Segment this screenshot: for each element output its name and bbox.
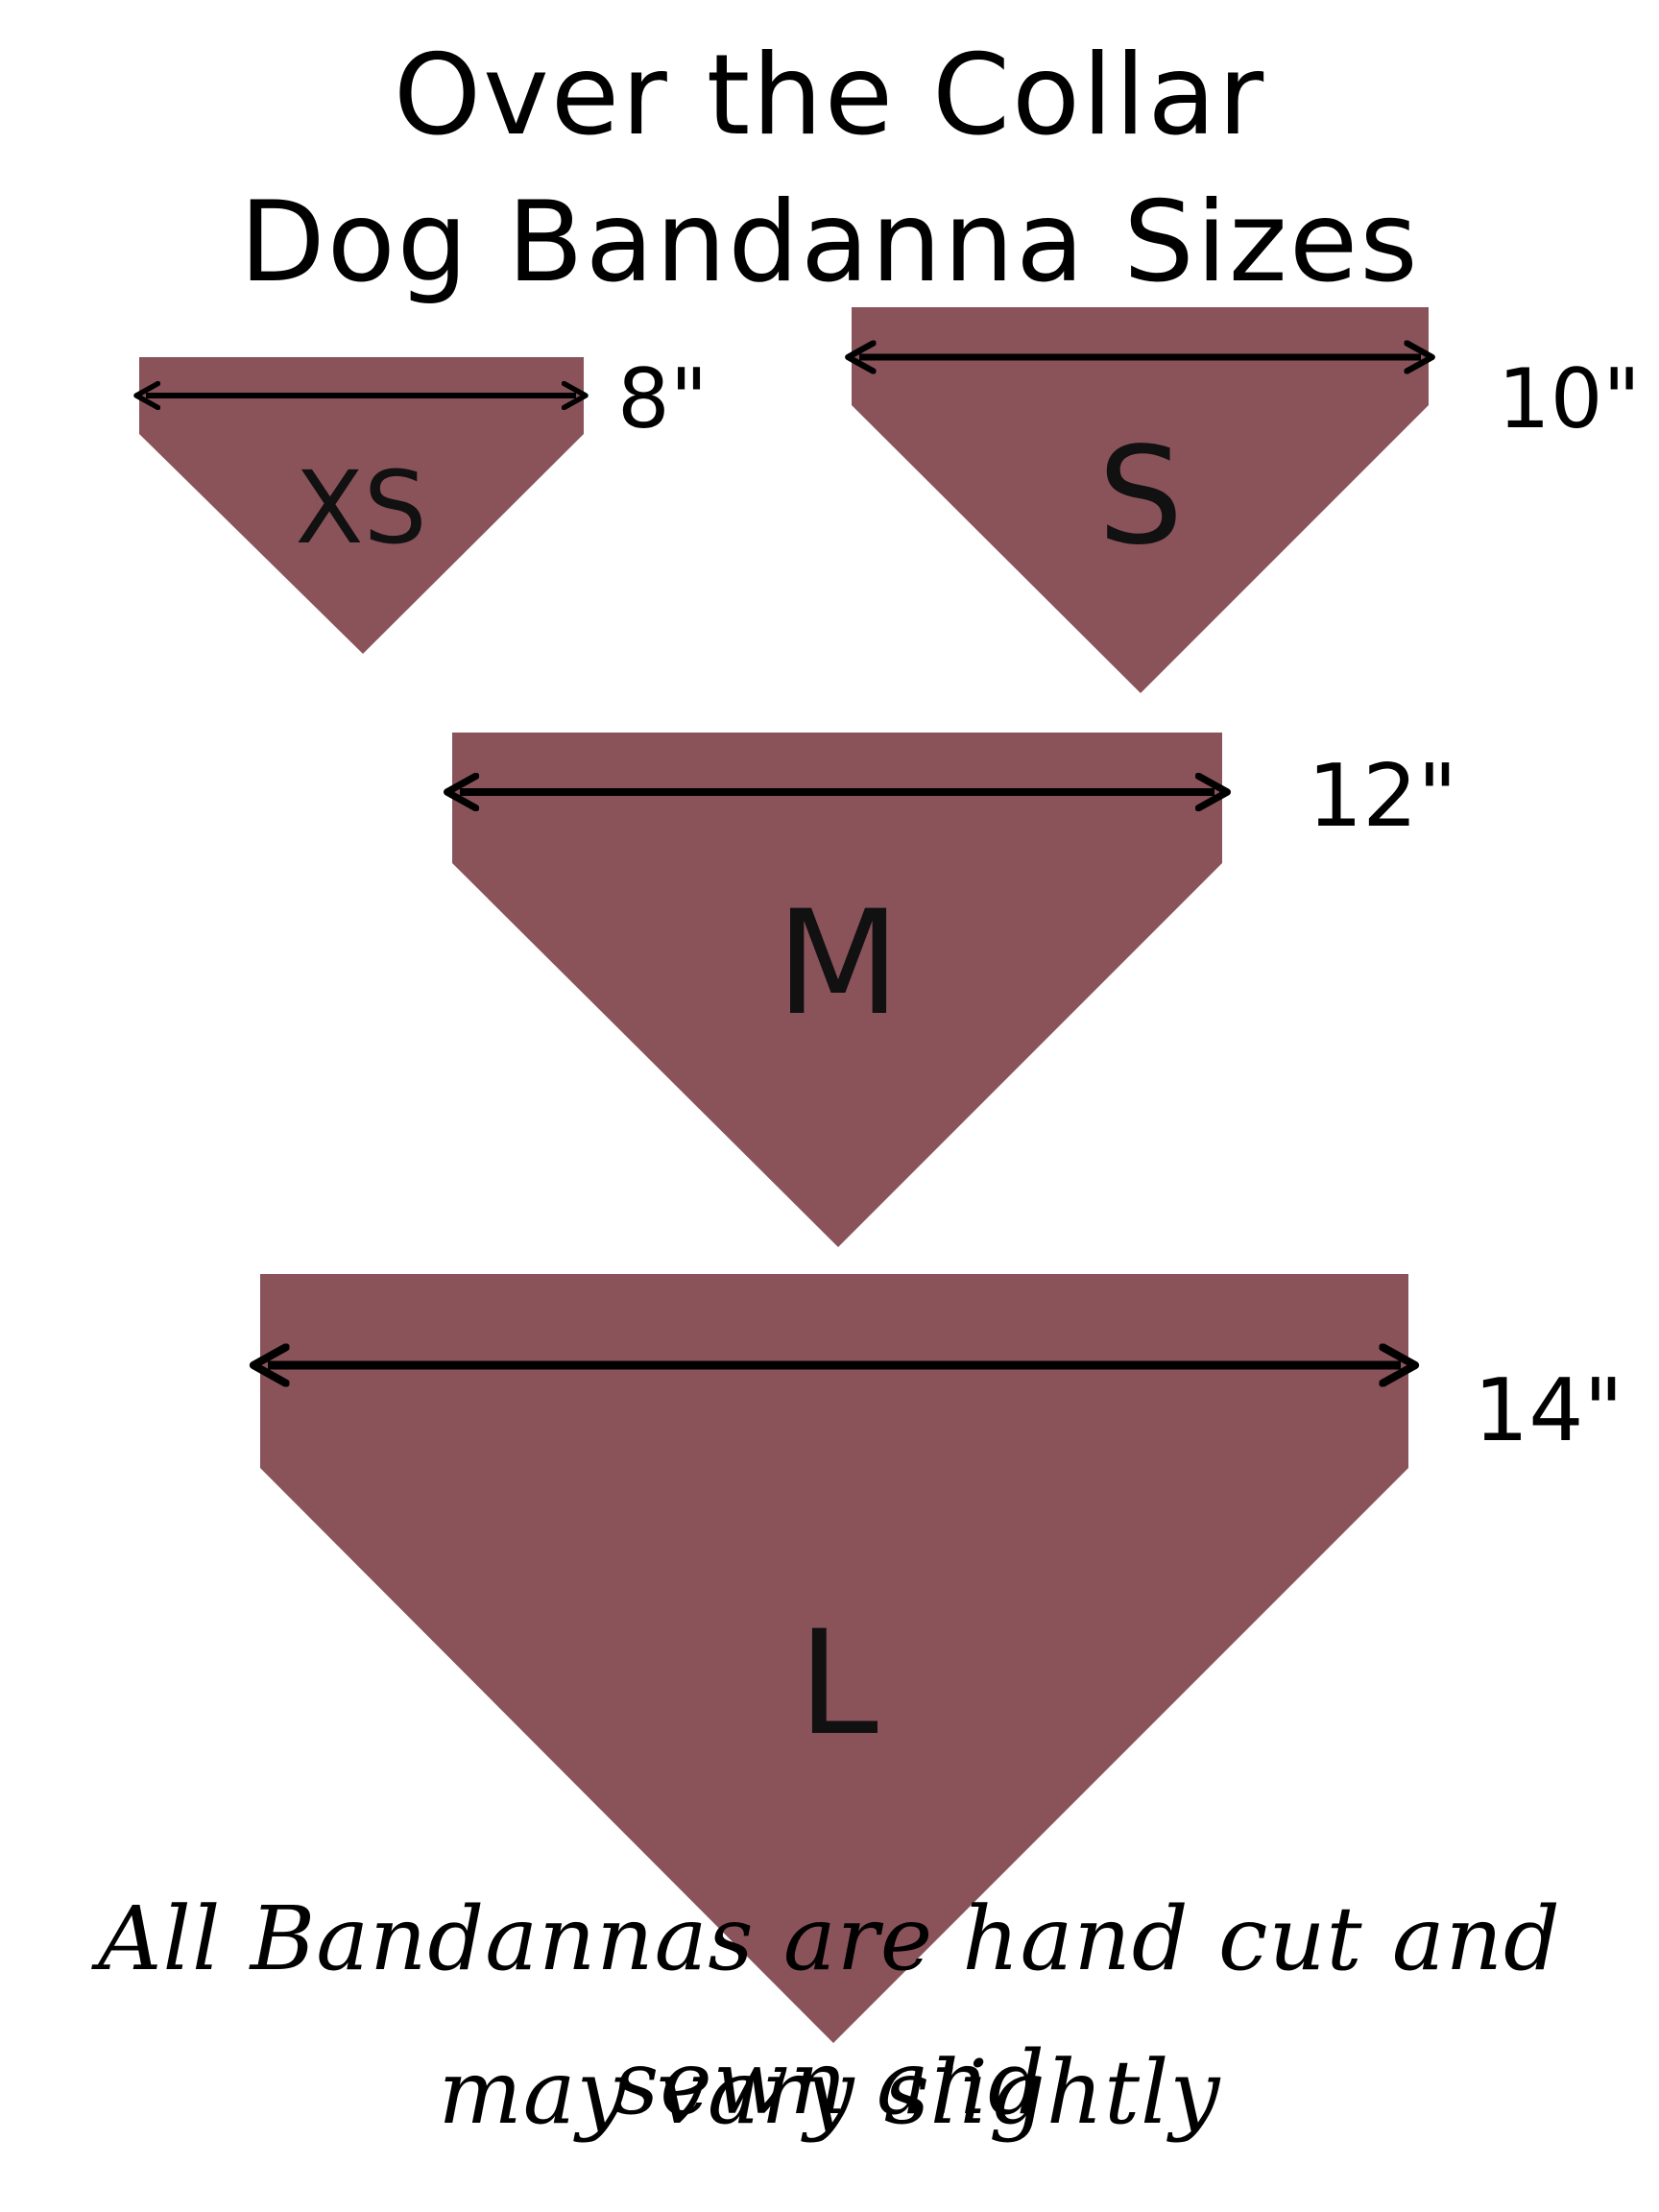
bandanna-m-width-label: 12"	[1308, 746, 1457, 847]
bandanna-xs-width-label: 8"	[617, 351, 708, 447]
handmade-note-line-1: All Bandannas are hand cut and sewn and	[98, 1887, 1561, 2134]
bandanna-l-width-label: 14"	[1474, 1360, 1623, 1461]
bandanna-s-shape	[852, 307, 1429, 693]
bandanna-s-width-label: 10"	[1498, 351, 1641, 447]
title-line-2: Dog Bandanna Sizes	[239, 178, 1420, 307]
bandanna-xs-shape	[139, 357, 584, 654]
bandanna-l: L 14"	[260, 1274, 1623, 2043]
bandanna-s: S 10"	[852, 307, 1641, 693]
bandanna-m-size-label: M	[776, 880, 900, 1047]
bandanna-xs: XS 8"	[139, 351, 708, 654]
bandanna-l-size-label: L	[798, 1600, 878, 1767]
title-line-1: Over the Collar	[393, 31, 1266, 160]
bandanna-xs-size-label: XS	[295, 449, 426, 566]
handmade-note-line-2: may vary slightly	[438, 2041, 1221, 2144]
bandanna-m: M 12"	[452, 733, 1457, 1247]
bandanna-l-shape	[260, 1274, 1408, 2043]
bandanna-s-size-label: S	[1098, 419, 1184, 575]
bandanna-m-shape	[452, 733, 1222, 1247]
